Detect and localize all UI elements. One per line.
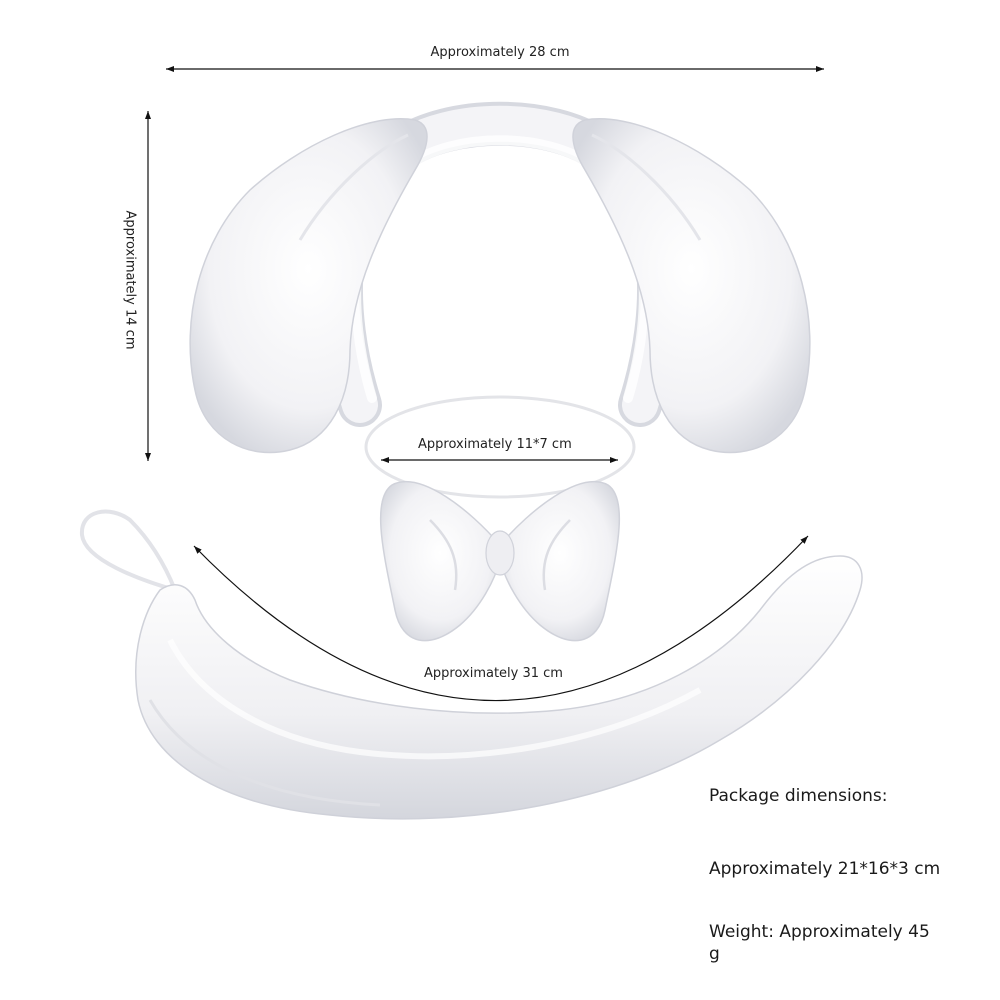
tail-dimension-label: Approximately 31 cm bbox=[424, 666, 563, 681]
left-ear bbox=[189, 118, 428, 454]
tail-arrow bbox=[193, 535, 809, 702]
bow-tie bbox=[379, 481, 621, 642]
package-size-text: Approximately 21*16*3 cm bbox=[709, 859, 941, 879]
package-weight-text: Weight: Approximately 45 g bbox=[709, 922, 930, 964]
right-ear bbox=[572, 118, 811, 454]
bow-elastic-cord bbox=[364, 395, 636, 499]
height-dimension-label: Approximately 14 cm bbox=[122, 210, 138, 350]
width-dimension-label: Approximately 28 cm bbox=[430, 45, 570, 60]
bow-dimension-label: Approximately 11*7 cm bbox=[416, 437, 574, 452]
package-dimensions-heading: Package dimensions: bbox=[709, 786, 888, 806]
tail bbox=[135, 555, 863, 820]
tail-loop bbox=[79, 509, 177, 592]
